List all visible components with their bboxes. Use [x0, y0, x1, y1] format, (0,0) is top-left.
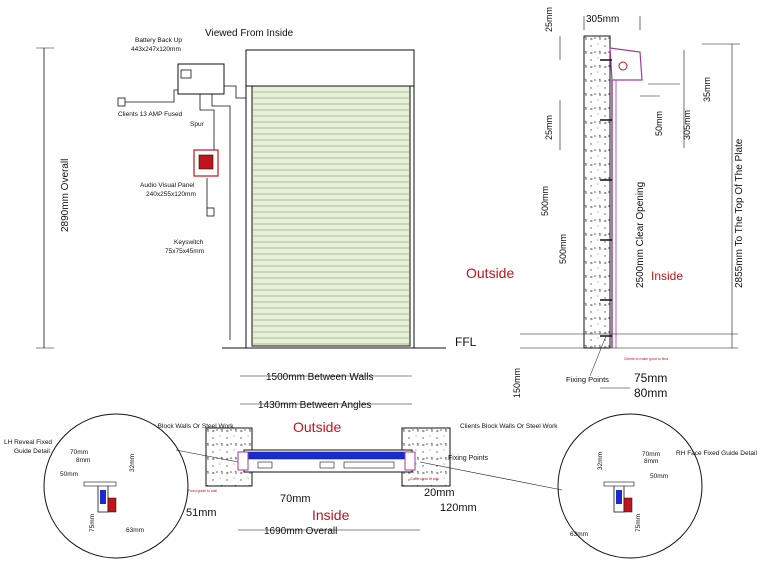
battery-backup-box: [177, 63, 225, 95]
dim-500-a: 500mm: [540, 186, 550, 216]
plan-outside-label: Outside: [293, 419, 341, 435]
dim-35: 35mm: [702, 77, 712, 102]
plan-fixing-points: Fixing Points: [448, 455, 489, 462]
dim-80: 80mm: [634, 386, 667, 400]
detail-right-title: RH Face Fixed Guide Detail: [676, 450, 757, 457]
plan-view: Outside Inside Clients Block Walls Or St…: [136, 419, 558, 537]
plan-wall-right-label: Clients Block Walls Or Steel Work: [460, 423, 558, 430]
detail-left-d75: 75mm: [89, 514, 96, 532]
front-view-title: Viewed From Inside: [205, 28, 294, 39]
detail-right-d8: 8mm: [644, 458, 658, 465]
fused-spur: [117, 97, 126, 107]
section-inside-label: Inside: [651, 269, 683, 283]
section-wall: [583, 35, 611, 349]
detail-left-d8: 8mm: [76, 457, 90, 464]
keyswitch: [206, 207, 215, 217]
dim-25-top: 25mm: [544, 7, 554, 32]
dim-150: 150mm: [512, 368, 522, 398]
detail-right-d63: 63mm: [570, 531, 588, 538]
panel-size: 240x255x120mm: [146, 191, 196, 198]
ffl-label: FFL: [455, 335, 477, 349]
detail-left: LH Reveal Fixed Guide Detail 70mm 8mm 32…: [4, 413, 239, 559]
plan-dim-70: 70mm: [280, 493, 311, 505]
plan-note-left: Fixed guide to wall: [188, 489, 217, 493]
between-angles-label: 1430mm Between Angles: [258, 400, 371, 411]
dim-305: 305mm: [682, 110, 692, 140]
section-view: 305mm 25mm 25mm 500mm 500mm 35mm 50mm 30…: [466, 7, 745, 400]
section-outside-label: Outside: [466, 265, 514, 281]
plan-inside-label: Inside: [312, 507, 350, 523]
plan-curtain: [245, 451, 411, 460]
plan-wall-left-label: Clients Block Walls Or Steel Work: [136, 423, 234, 430]
shutter-box: [245, 49, 415, 87]
plan-note-right: Guide clear of wall: [410, 477, 439, 481]
dim-50: 50mm: [654, 111, 664, 136]
plan-dim-51: 51mm: [186, 507, 217, 519]
detail-left-d70: 70mm: [70, 449, 88, 456]
plan-dim-120: 120mm: [440, 502, 477, 514]
detail-left-d63: 63mm: [126, 527, 144, 534]
shutter-curtain: [251, 85, 411, 347]
plan-overall: 1690mm Overall: [264, 526, 337, 537]
keyswitch-size: 75x75x45mm: [165, 248, 204, 255]
front-view: Viewed From Inside 2890mm Overall FFL Ba…: [36, 28, 477, 411]
shutter-slats: [252, 91, 410, 345]
battery-label: Battery Back Up: [135, 37, 182, 44]
section-small-note: Clients to make good to floor: [624, 357, 669, 361]
top-of-plate-label: 2855mm To The Top Of The Plate: [734, 138, 745, 288]
detail-left-d32: 32mm: [129, 454, 136, 472]
overall-height-label: 2890mm Overall: [60, 159, 71, 232]
detail-right: RH Face Fixed Guide Detail 70mm 8mm 32mm…: [419, 413, 757, 559]
panel-label: Audio Visual Panel: [140, 182, 195, 189]
detail-right-d70: 70mm: [642, 451, 660, 458]
detail-left-title2: Guide Detail: [14, 448, 50, 455]
spur-label-2: Spur: [190, 121, 205, 128]
detail-right-d50: 50mm: [650, 473, 668, 480]
section-box: [609, 47, 643, 81]
dim-500-b: 500mm: [558, 234, 568, 264]
between-walls-label: 1500mm Between Walls: [266, 372, 373, 383]
fixing-points-label: Fixing Points: [566, 375, 609, 384]
dim-25-mid: 25mm: [544, 115, 554, 140]
detail-left-d50: 50mm: [60, 471, 78, 478]
detail-left-title1: LH Reveal Fixed: [4, 439, 52, 446]
detail-right-d75: 75mm: [635, 514, 642, 532]
top-width-label: 305mm: [586, 14, 619, 25]
clear-opening-label: 2500mm Clear Opening: [635, 182, 646, 288]
dim-75: 75mm: [634, 371, 667, 385]
plan-dim-20: 20mm: [424, 487, 455, 499]
spur-label: Clients 13 AMP Fused: [118, 111, 183, 118]
battery-size: 443x247x120mm: [131, 46, 181, 53]
keyswitch-label: Keyswitch: [174, 239, 204, 246]
detail-right-d32: 32mm: [597, 452, 604, 470]
